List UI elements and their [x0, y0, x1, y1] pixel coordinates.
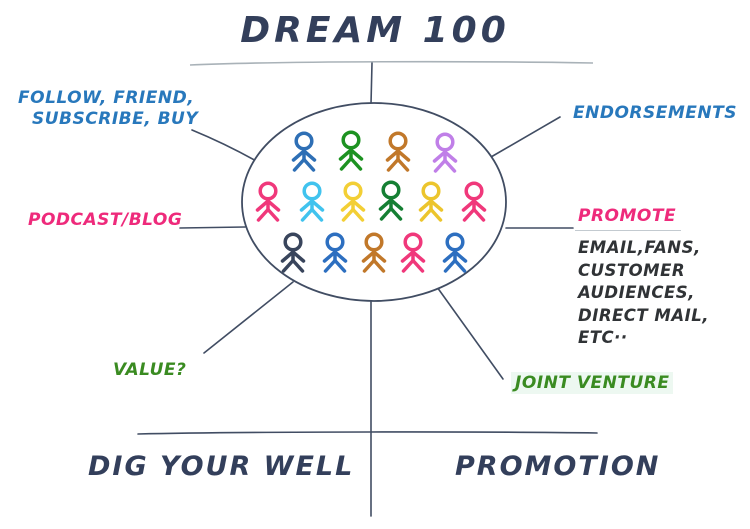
- person-icon: [378, 180, 404, 221]
- promote-detail-item: CUSTOMER: [578, 260, 686, 280]
- connector-top-right: [490, 116, 561, 158]
- promote-detail-item: ETC··: [578, 328, 628, 347]
- people-layer: [255, 130, 487, 273]
- person-icon: [385, 131, 411, 172]
- promote-detail-item: EMAIL,FANS,: [578, 238, 701, 257]
- label-joint-venture: JOINT VENTURE: [511, 372, 674, 394]
- connector-top-left: [191, 129, 259, 163]
- dream100-ellipse: [241, 102, 507, 302]
- joint-venture-text: JOINT VENTURE: [511, 372, 674, 394]
- person-icon: [340, 181, 366, 222]
- person-icon: [338, 130, 364, 171]
- follow-line-2: SUBSCRIBE, BUY: [32, 109, 199, 129]
- person-icon: [461, 181, 487, 222]
- footer-promotion: PROMOTION: [455, 451, 661, 482]
- person-icon: [291, 131, 317, 172]
- person-icon: [322, 232, 348, 273]
- footer-divider-horizontal: [137, 431, 598, 435]
- promote-underline: [575, 230, 681, 231]
- footer-dig-your-well: DIG YOUR WELL: [88, 451, 355, 482]
- follow-line-1: FOLLOW, FRIEND,: [18, 88, 195, 108]
- person-icon: [255, 181, 281, 222]
- person-icon: [400, 232, 426, 273]
- person-icon: [361, 232, 387, 273]
- title-underline-rule: [189, 60, 594, 66]
- connector-left: [179, 226, 246, 229]
- connector-top: [370, 62, 373, 105]
- label-value: VALUE?: [113, 360, 187, 380]
- promote-detail-item: DIRECT MAIL,: [578, 305, 710, 325]
- person-icon: [299, 181, 325, 222]
- person-icon: [442, 232, 468, 273]
- label-podcast-blog: PODCAST/BLOG: [28, 210, 183, 230]
- label-follow-friend-subscribe-buy: FOLLOW, FRIEND, SUBSCRIBE, BUY: [18, 88, 198, 129]
- person-icon: [418, 181, 444, 222]
- page-title: DREAM 100: [240, 10, 510, 51]
- person-icon: [280, 232, 306, 273]
- label-endorsements: ENDORSEMENTS: [573, 103, 737, 123]
- promote-detail-item: AUDIENCES,: [578, 283, 695, 302]
- person-icon: [432, 132, 458, 173]
- connector-bottom-left: [203, 281, 294, 354]
- connector-bottom-right: [436, 286, 504, 380]
- promote-details-list: EMAIL,FANS, CUSTOMER AUDIENCES, DIRECT M…: [578, 237, 709, 350]
- label-promote: PROMOTE: [578, 206, 677, 226]
